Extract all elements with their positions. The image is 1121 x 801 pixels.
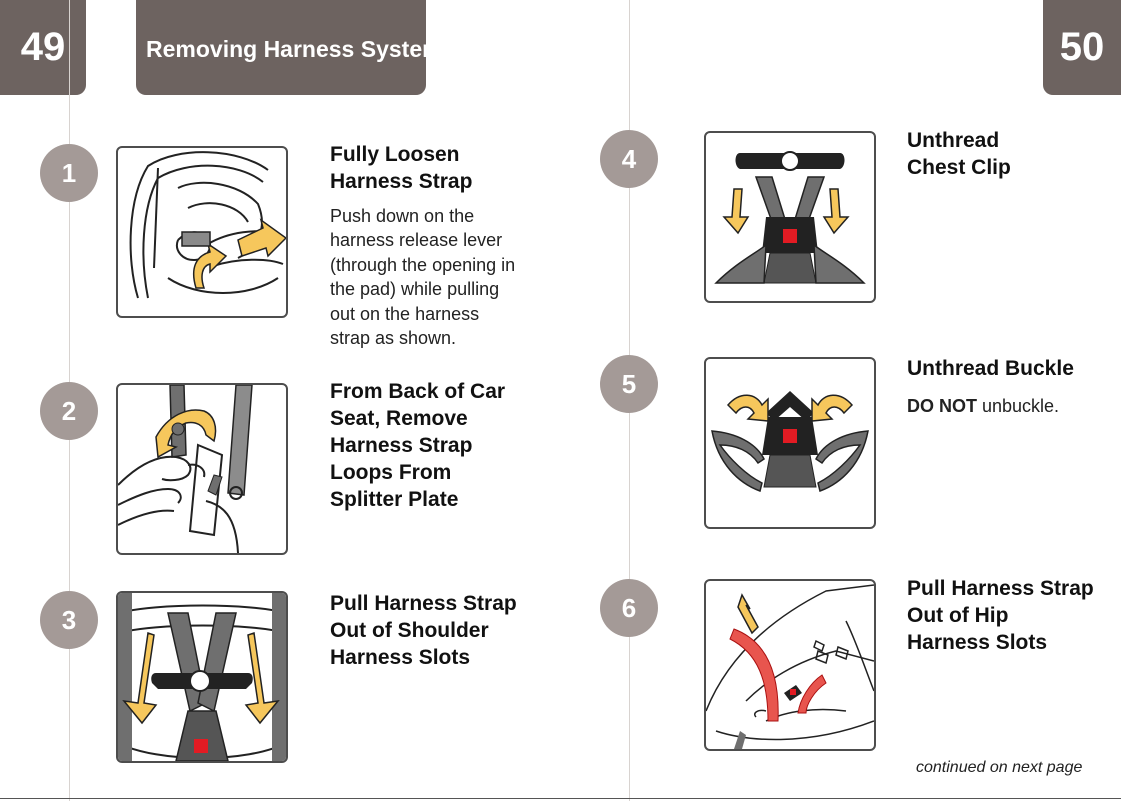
step-6-illustration: [704, 579, 876, 751]
step-6-title-line: Harness Slots: [907, 631, 1048, 654]
step-2-title-line: Splitter Plate: [330, 488, 459, 511]
section-title-tab: Removing Harness System: [136, 0, 443, 95]
step-1-description: Push down on the harness release lever (…: [330, 204, 520, 350]
step-5-illustration: [704, 357, 876, 529]
step-3-title: Pull Harness Strap Out of Shoulder Harne…: [330, 590, 520, 671]
step-4-number: 4: [600, 130, 658, 188]
step-1-title-line: Fully Loosen: [330, 143, 460, 166]
step-6-number: 6: [600, 579, 658, 637]
step-1-line: Push down on the: [330, 206, 475, 226]
step-2-illustration: [116, 383, 288, 555]
step-2-number: 2: [40, 382, 98, 440]
step-5-number: 5: [600, 355, 658, 413]
step-3-title-line: Harness Slots: [330, 646, 471, 669]
step-3-number: 3: [40, 591, 98, 649]
step-6-title: Pull Harness Strap Out of Hip Harness Sl…: [907, 575, 1097, 656]
step-5-title: Unthread Buckle: [907, 357, 1074, 380]
step-1-line: (through the opening in: [330, 254, 516, 275]
step-1-title: Fully Loosen Harness Strap: [330, 141, 520, 195]
step-2-title-line: Seat, Remove: [330, 407, 468, 430]
step-4-title: Unthread Chest Clip: [907, 127, 1097, 181]
step-3-title-line: Pull Harness Strap: [330, 592, 517, 615]
step-1-line: the pad) while pulling: [330, 279, 500, 300]
step-2-title-line: Loops From: [330, 461, 452, 484]
step-5-warning: DO NOT: [907, 396, 977, 416]
step-6-title-line: Pull Harness Strap: [907, 577, 1094, 600]
step-4-illustration: [704, 131, 876, 303]
step-2-title: From Back of Car Seat, Remove Harness St…: [330, 378, 520, 513]
step-1-line: strap as shown.: [330, 328, 457, 349]
step-1-illustration: [116, 146, 288, 318]
left-page-number: 49: [0, 0, 86, 95]
step-1-line: out on the harness: [330, 303, 480, 324]
step-2-title-line: Harness Strap: [330, 434, 473, 457]
right-page-number: 50: [1043, 0, 1121, 95]
step-1-line: harness release lever: [330, 230, 503, 251]
bottom-rule: [0, 798, 1121, 799]
step-1-title-line: Harness Strap: [330, 170, 473, 193]
section-title: Removing Harness System: [146, 36, 443, 62]
step-4-title-line: Chest Clip: [907, 156, 1011, 179]
step-3-illustration: [116, 591, 288, 763]
step-5-warning-rest: unbuckle.: [977, 396, 1060, 416]
continued-note: continued on next page: [916, 759, 1083, 776]
step-3-title-line: Out of Shoulder: [330, 619, 489, 642]
step-1-number: 1: [40, 144, 98, 202]
step-4-title-line: Unthread: [907, 129, 1000, 152]
step-5-description: DO NOT unbuckle.: [907, 394, 1097, 418]
step-6-title-line: Out of Hip: [907, 604, 1009, 627]
step-2-title-line: From Back of Car: [330, 380, 506, 403]
